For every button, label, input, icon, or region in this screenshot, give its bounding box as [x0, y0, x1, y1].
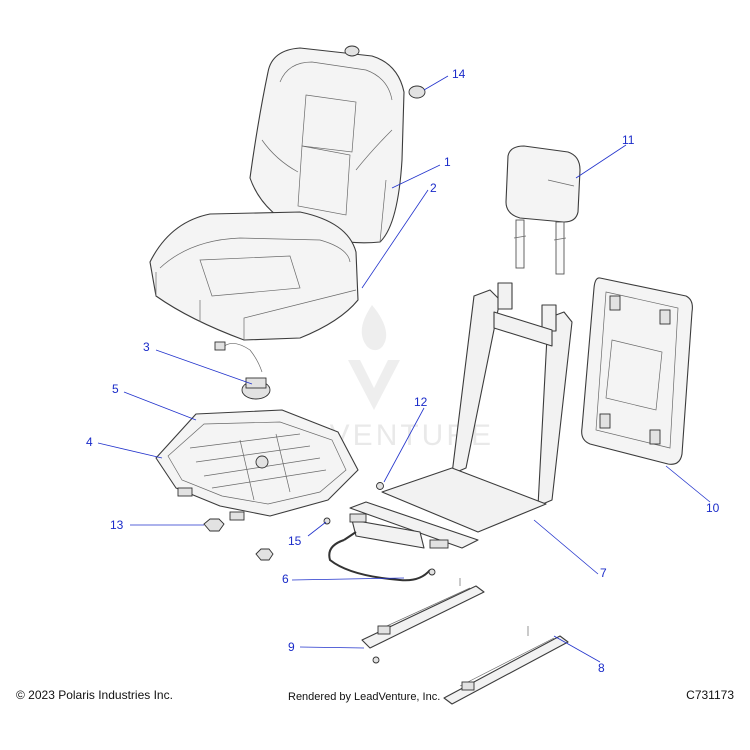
flange-nut-frame[interactable] — [376, 482, 384, 490]
seat-switch-harness[interactable] — [214, 341, 271, 400]
callout-4-screw: 5 — [112, 382, 119, 396]
bumper-top-left[interactable] — [344, 45, 360, 57]
flange-nut-lower[interactable] — [255, 548, 274, 561]
diagram-code: C731173 — [686, 688, 734, 702]
callout-2: 2 — [430, 181, 437, 195]
callout-6: 6 — [282, 572, 289, 586]
callout-4: 4 — [86, 435, 93, 449]
callout-10: 10 — [706, 501, 720, 515]
callout-15: 15 — [288, 534, 302, 548]
callout-1: 1 — [444, 155, 451, 169]
callout-14: 14 — [452, 67, 466, 81]
callout-13: 13 — [110, 518, 124, 532]
callout-7: 7 — [600, 566, 607, 580]
callout-12: 12 — [414, 395, 428, 409]
callout-8: 8 — [598, 661, 605, 675]
rendered-by-credit: Rendered by LeadVenture, Inc. — [288, 691, 441, 703]
leader-lines — [97, 75, 711, 663]
copyright-notice: © 2023 Polaris Industries Inc. — [16, 688, 173, 702]
callout-9: 9 — [288, 640, 295, 654]
seat-cushion[interactable] — [149, 211, 359, 341]
seat-back[interactable] — [249, 47, 405, 244]
callout-11: 11 — [622, 133, 635, 147]
rear-back-panel[interactable] — [581, 277, 693, 465]
bumper-top-right[interactable] — [408, 85, 426, 99]
seat-frame[interactable] — [349, 282, 573, 549]
headrest[interactable] — [505, 145, 581, 275]
seat-slider-right[interactable] — [443, 626, 569, 705]
seat-base-pan[interactable] — [155, 409, 359, 521]
callout-labels: 1 2 3 5 4 6 7 8 9 10 11 12 13 14 15 — [86, 67, 720, 675]
seat-slider-left[interactable] — [361, 578, 485, 664]
slider-release-handle[interactable] — [328, 531, 436, 582]
flange-nut-front[interactable] — [203, 518, 225, 532]
callout-3: 3 — [143, 340, 150, 354]
